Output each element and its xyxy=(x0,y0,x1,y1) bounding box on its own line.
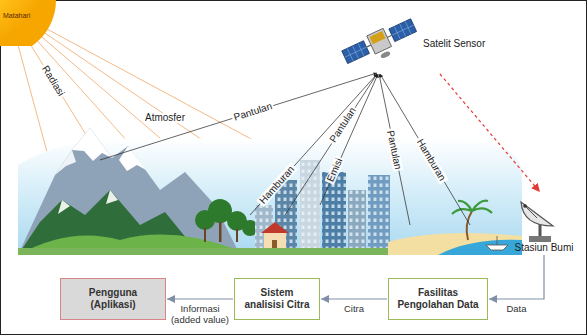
flow-arrow xyxy=(167,298,233,299)
sun-disc xyxy=(0,0,58,46)
sensor-rays xyxy=(100,73,470,225)
ray-label: Pantulan xyxy=(231,101,275,124)
edge-label: Informasi (added value) xyxy=(169,303,231,326)
edge-label: Citra xyxy=(343,303,365,314)
edge-label: Data xyxy=(505,303,527,314)
user-box: Pengguna (Aplikasi) xyxy=(60,278,166,320)
satellite-sensor: Satelit Sensor xyxy=(340,12,485,74)
ray-label: Hamburan xyxy=(414,136,449,185)
box-text: Fasilitas Pengolahan Data xyxy=(394,287,482,312)
radiation-label: Radiasi xyxy=(39,62,67,99)
ray-label: Emisi xyxy=(325,155,346,185)
box-text: Sistem analisisi Citra xyxy=(240,287,314,312)
process-box: Sistem analisisi Citra xyxy=(234,278,320,320)
downlink-arrow xyxy=(440,74,540,192)
node-text: Satelit Sensor xyxy=(423,38,485,49)
satellite-icon xyxy=(340,12,420,74)
atmosphere-label: Atmosfer xyxy=(143,113,187,123)
node-text: Stasiun Bumi xyxy=(515,242,574,253)
landscape xyxy=(18,128,522,255)
ray-label: Pantulan xyxy=(327,104,359,146)
ray-label: Pantulan xyxy=(385,128,404,173)
flow-arrow xyxy=(321,298,387,299)
ground-station: Stasiun Bumi xyxy=(503,192,585,253)
process-box: Fasilitas Pengolahan Data xyxy=(388,278,488,320)
dish-antenna xyxy=(503,192,585,244)
flow-arrow xyxy=(489,255,544,299)
node-text: Matahari xyxy=(3,12,58,19)
box-text: Pengguna (Aplikasi) xyxy=(66,287,160,312)
ray-label: Hamburan xyxy=(256,163,297,207)
sun-shape: Matahari xyxy=(0,0,58,46)
